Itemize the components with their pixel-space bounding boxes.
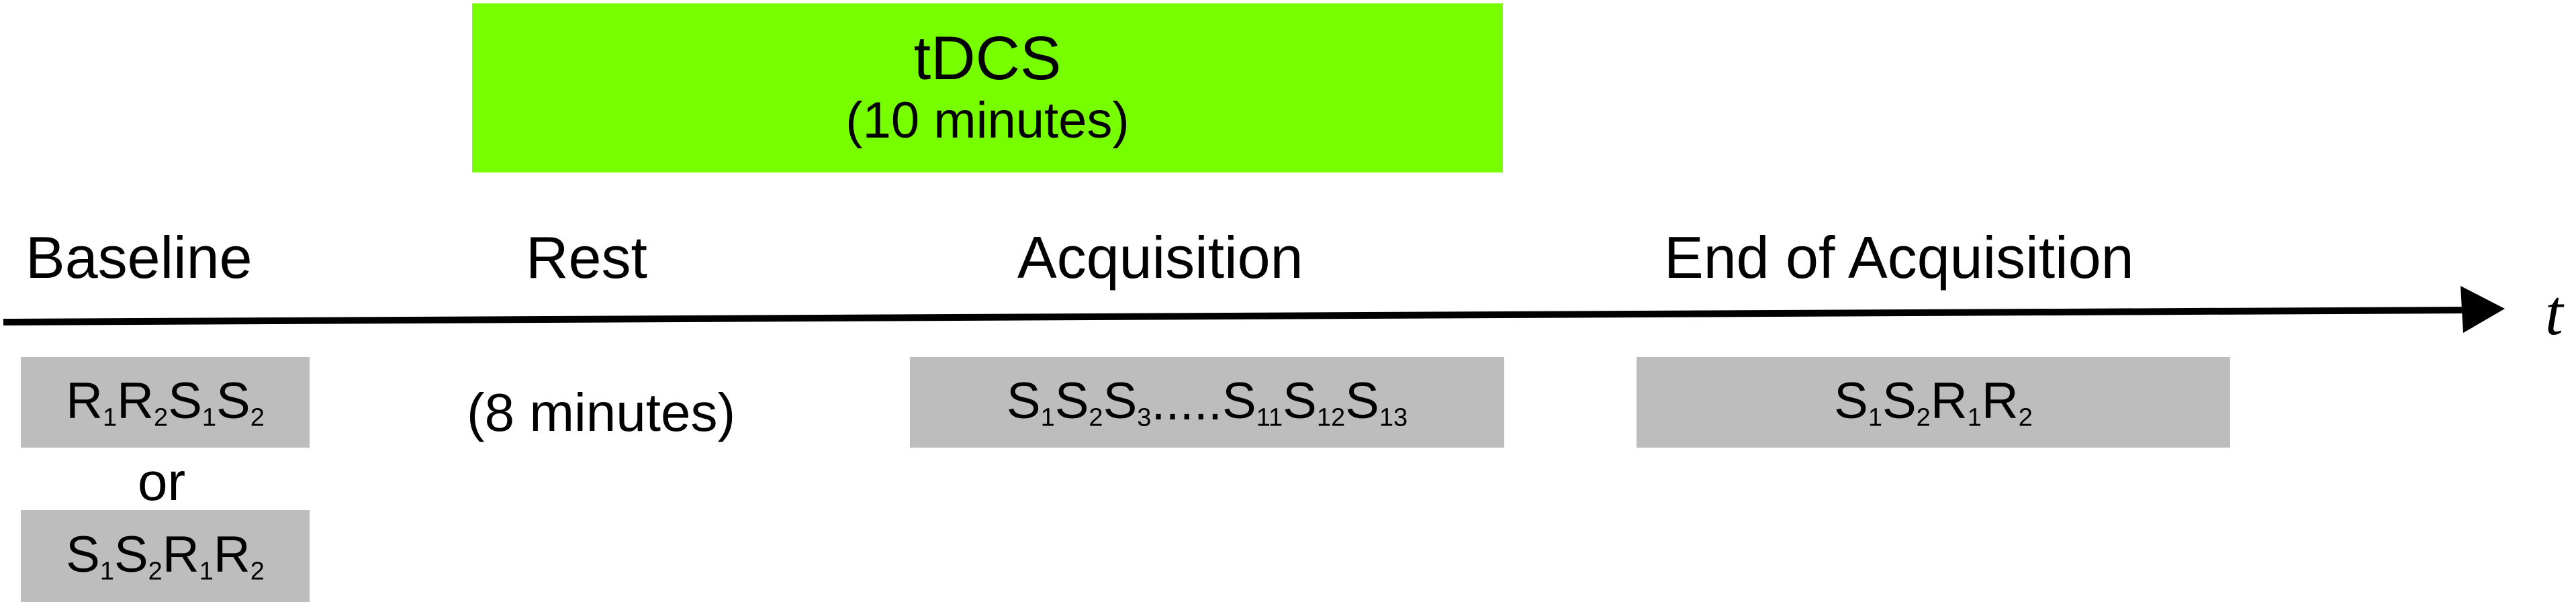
sequence-token: S1 [1834, 372, 1882, 432]
time-axis-label: t [2545, 276, 2563, 348]
phase-label-baseline: Baseline [26, 224, 252, 291]
tdcs-label: tDCS [913, 24, 1062, 93]
sequence-token: S2 [113, 526, 163, 586]
sequence-token: S1 [1006, 372, 1055, 432]
phase-label-end-of-acquisition: End of Acquisition [1664, 224, 2134, 291]
sequence-token-subscript: 2 [250, 403, 265, 432]
tdcs-duration: (10 minutes) [845, 91, 1130, 149]
sequence-token-subscript: 2 [1089, 403, 1103, 432]
sequence-token: R1 [1930, 372, 1982, 432]
sequence-token: R2 [117, 372, 169, 432]
sequence-token-subscript: 2 [250, 557, 265, 586]
sequence-token: S13 [1345, 372, 1408, 432]
sequence-token-subscript: 2 [154, 403, 169, 432]
sequence-token-subscript: 3 [1137, 403, 1152, 432]
sequence-token-subscript: 1 [201, 403, 217, 432]
sequence-token-subscript: 13 [1379, 403, 1408, 432]
tdcs-block: tDCS (10 minutes) [472, 3, 1503, 172]
sequence-token-subscript: 2 [2018, 403, 2033, 432]
sequence-token-subscript: 12 [1316, 403, 1346, 432]
phase-label-rest: Rest [526, 224, 647, 291]
sequence-token: S2 [1882, 372, 1931, 432]
sequence-token: S2 [216, 372, 265, 432]
sequence-token: S1 [66, 526, 114, 586]
sequence-token: S12 [1283, 372, 1346, 432]
time-axis-line [3, 307, 2467, 325]
phase-label-acquisition: Acquisition [1017, 224, 1303, 291]
sequence-token: R1 [162, 526, 214, 586]
sequence-token: S1 [168, 372, 217, 432]
sequence-token-subscript: 11 [1256, 403, 1283, 432]
sequence-token-subscript: 1 [1868, 403, 1882, 432]
sequence-token: S3 [1103, 372, 1152, 432]
baseline-or-label: or [138, 452, 186, 511]
time-axis [3, 286, 2505, 333]
sequence-token-subscript: 2 [148, 557, 163, 586]
time-axis-arrowhead [2460, 286, 2505, 333]
sequence-token: R2 [1981, 372, 2033, 432]
sequence-token-subscript: 2 [1916, 403, 1931, 432]
sequence-token: R1 [66, 372, 118, 432]
sequence-token-subscript: 1 [99, 557, 114, 586]
sequence-token-subscript: 1 [103, 403, 118, 432]
sequence-token-subscript: 1 [1040, 403, 1055, 432]
rest-duration-label: (8 minutes) [467, 383, 736, 442]
sequence-token-subscript: 1 [1967, 403, 1982, 432]
sequence-token: R2 [213, 526, 265, 586]
sequence-ellipsis: ..... [1151, 374, 1222, 431]
sequence-token: S2 [1054, 372, 1103, 432]
sequence-token: S11 [1222, 372, 1283, 432]
sequence-token-subscript: 1 [199, 557, 214, 586]
